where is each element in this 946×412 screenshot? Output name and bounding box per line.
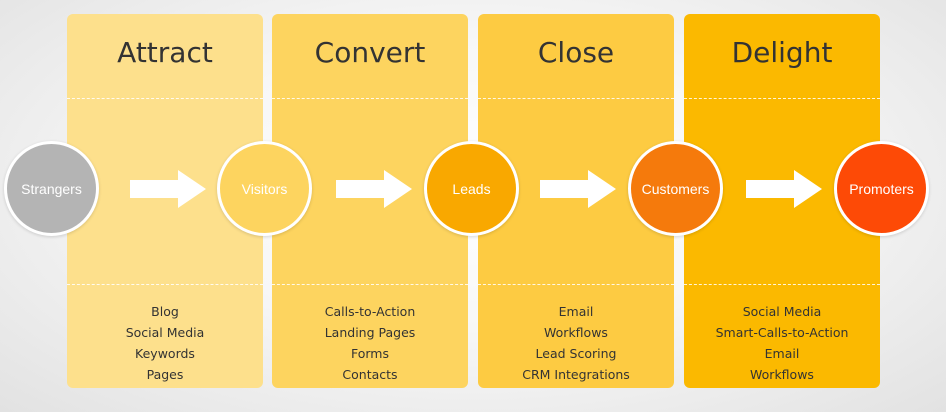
- list-item: Email: [558, 304, 594, 319]
- divider: [272, 284, 468, 285]
- stage-circle-strangers: Strangers: [4, 141, 99, 236]
- arrow-right-icon: [540, 170, 616, 208]
- stage-title: Convert: [314, 36, 426, 69]
- list-item: Pages: [146, 367, 184, 382]
- divider: [478, 98, 674, 99]
- circle-label: Visitors: [241, 180, 288, 197]
- divider: [67, 98, 263, 99]
- divider: [272, 98, 468, 99]
- list-item: Email: [764, 346, 800, 361]
- divider: [478, 284, 674, 285]
- stage-circle-promoters: Promoters: [834, 141, 929, 236]
- list-item: Blog: [151, 304, 179, 319]
- circle-label: Promoters: [849, 180, 914, 197]
- list-item: Keywords: [135, 346, 195, 361]
- list-item: Social Media: [742, 304, 822, 319]
- list-item: Smart-Calls-to-Action: [715, 325, 849, 340]
- stage-items: Calls-to-Action Landing Pages Forms Cont…: [272, 301, 468, 385]
- circle-label: Strangers: [21, 180, 82, 197]
- divider: [67, 284, 263, 285]
- list-item: Lead Scoring: [535, 346, 617, 361]
- stage-title: Delight: [731, 36, 833, 69]
- list-item: Landing Pages: [324, 325, 416, 340]
- stage-items: Social Media Smart-Calls-to-Action Email…: [684, 301, 880, 385]
- list-item: Workflows: [544, 325, 608, 340]
- arrow-right-icon: [746, 170, 822, 208]
- list-item: Calls-to-Action: [324, 304, 416, 319]
- circle-label: Leads: [452, 180, 491, 197]
- list-item: CRM Integrations: [522, 367, 630, 382]
- circle-label: Customers: [641, 180, 710, 197]
- stage-circle-customers: Customers: [628, 141, 723, 236]
- divider: [684, 284, 880, 285]
- divider: [684, 98, 880, 99]
- list-item: Contacts: [342, 367, 398, 382]
- arrow-right-icon: [130, 170, 206, 208]
- stage-title: Close: [537, 36, 615, 69]
- stage-circle-visitors: Visitors: [217, 141, 312, 236]
- list-item: Workflows: [750, 367, 814, 382]
- stage-items: Blog Social Media Keywords Pages: [67, 301, 263, 385]
- list-item: Social Media: [125, 325, 205, 340]
- list-item: Forms: [350, 346, 389, 361]
- stage-items: Email Workflows Lead Scoring CRM Integra…: [478, 301, 674, 385]
- stage-title: Attract: [117, 36, 213, 69]
- arrow-right-icon: [336, 170, 412, 208]
- stage-circle-leads: Leads: [424, 141, 519, 236]
